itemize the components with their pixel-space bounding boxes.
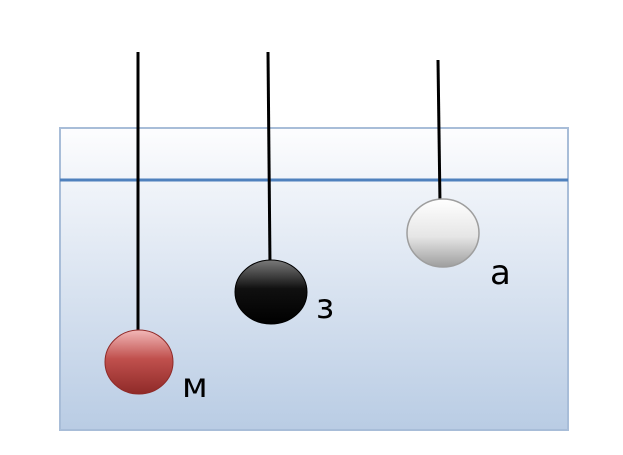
ball-a-string	[436, 59, 442, 205]
ball-z-group: з	[234, 51, 334, 327]
ball-z-label: з	[316, 287, 334, 327]
ball-a	[406, 198, 480, 268]
ball-a-group: а	[406, 59, 511, 293]
ball-z	[234, 259, 308, 325]
ball-a-label: а	[490, 253, 511, 293]
ball-z-string	[266, 51, 272, 267]
ball-m-group: м	[104, 52, 208, 406]
ball-m-label: м	[182, 366, 208, 406]
ball-m	[104, 329, 174, 395]
